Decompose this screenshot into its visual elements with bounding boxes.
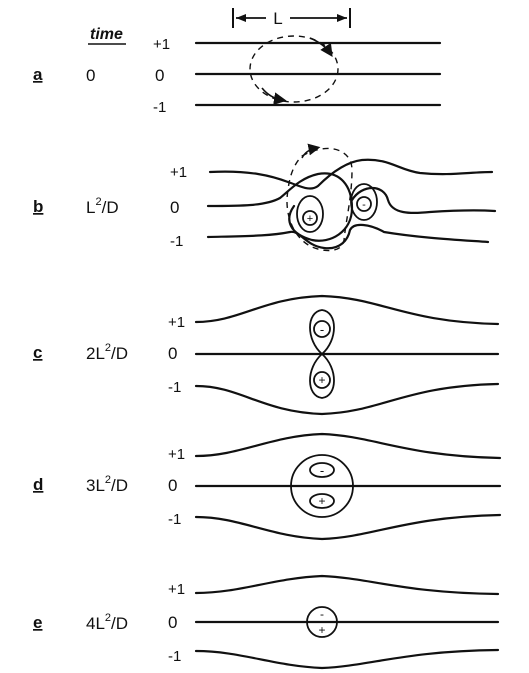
panel-time: 0	[86, 66, 95, 85]
level-label: +1	[153, 36, 170, 53]
length-scale: L	[232, 8, 351, 28]
vortex-sign: +	[307, 213, 313, 225]
panel-a: a 0 +1 0 -1	[33, 35, 442, 116]
panel-letter: c	[33, 343, 42, 362]
panel-b: b L2/D +1 0 -1 + -	[33, 143, 497, 252]
flux-line	[194, 648, 500, 670]
dashed-vortex-loop	[286, 147, 353, 252]
vortex-loop-negative	[350, 183, 378, 221]
flux-line	[206, 223, 490, 250]
level-label: 0	[155, 66, 164, 85]
vortex-loop-negative	[309, 462, 335, 478]
panel-time: 4L2/D	[86, 612, 128, 633]
level-label: 0	[168, 613, 177, 632]
rotation-arrow	[301, 143, 321, 159]
level-label: +1	[170, 164, 187, 181]
time-header: time	[88, 26, 126, 45]
level-label: 0	[170, 198, 179, 217]
level-label: -1	[168, 648, 181, 665]
flux-line	[208, 158, 494, 190]
panel-time: 3L2/D	[86, 474, 128, 495]
panel-letter: d	[33, 475, 43, 494]
panel-c: c 2L2/D +1 0 -1 - +	[33, 294, 500, 416]
flux-line	[194, 513, 502, 541]
vortex-sign: +	[318, 373, 325, 387]
flux-line	[194, 432, 502, 460]
vortex-loop-positive	[296, 195, 324, 233]
flux-line	[206, 172, 354, 242]
vortex-sign: -	[320, 322, 324, 337]
vortex-ring	[290, 454, 354, 518]
length-scale-label: L	[273, 9, 282, 28]
rotation-arrow	[261, 87, 287, 105]
panel-e: e 4L2/D +1 0 -1 - +	[33, 574, 500, 670]
flux-line	[350, 186, 497, 215]
figure-eight-loop	[309, 309, 335, 399]
panel-time: 2L2/D	[86, 342, 128, 363]
level-label: +1	[168, 581, 185, 598]
level-label: 0	[168, 476, 177, 495]
time-header-label: time	[90, 26, 123, 43]
rotation-arrow	[309, 37, 333, 57]
level-label: 0	[168, 344, 177, 363]
vortex-sign: +	[318, 623, 325, 637]
vortex-sign: +	[318, 494, 325, 508]
level-label: +1	[168, 446, 185, 463]
panel-time: L2/D	[86, 196, 119, 217]
vortex-sign: -	[320, 463, 324, 478]
vortex-sign: -	[362, 199, 366, 211]
dashed-vortex-loop	[249, 35, 339, 103]
vortex-loop-positive	[309, 493, 335, 509]
panel-d: d 3L2/D +1 0 -1 - +	[33, 432, 502, 541]
flux-line	[194, 574, 500, 596]
level-label: -1	[168, 511, 181, 528]
level-label: +1	[168, 314, 185, 331]
flux-line	[194, 294, 500, 326]
panel-letter: a	[33, 65, 43, 84]
level-label: -1	[153, 99, 166, 116]
level-label: -1	[170, 233, 183, 250]
panel-letter: b	[33, 197, 43, 216]
level-label: -1	[168, 379, 181, 396]
vortex-sign: -	[320, 607, 324, 621]
flux-line	[194, 382, 500, 416]
panel-letter: e	[33, 613, 42, 632]
vortex-ring	[306, 606, 338, 638]
